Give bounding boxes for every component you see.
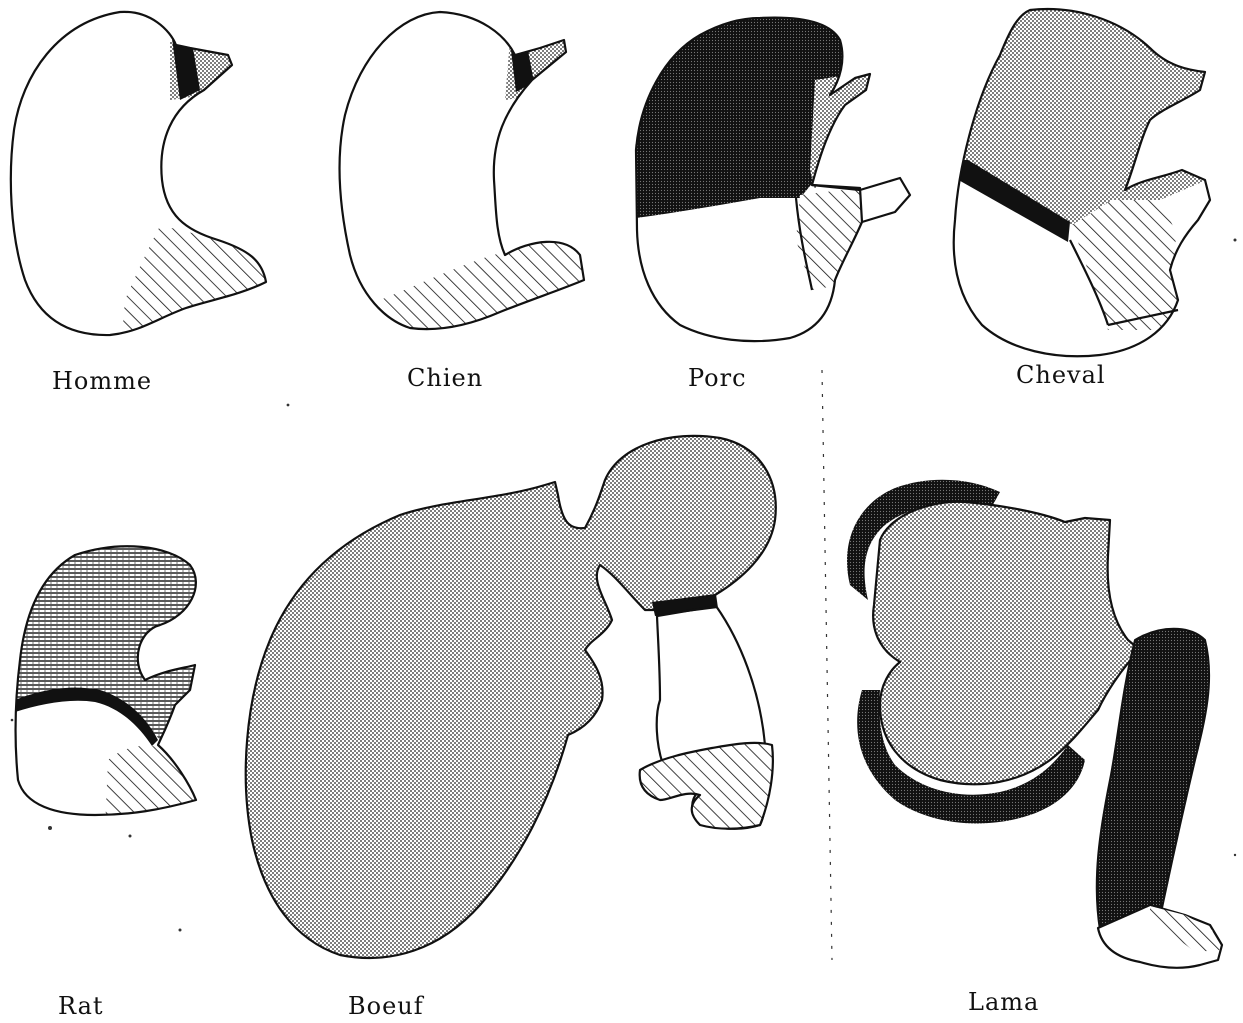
label-homme: Homme: [52, 367, 152, 395]
label-cheval: Cheval: [1016, 361, 1106, 389]
lama-compartment-1-2: [873, 502, 1140, 784]
label-lama: Lama: [968, 988, 1039, 1016]
stomach-chien: Chien: [330, 0, 610, 392]
label-rat: Rat: [58, 992, 104, 1020]
stomach-boeuf: Boeuf: [246, 436, 776, 1020]
stomach-porc: Porc: [630, 0, 930, 392]
stomach-homme: Homme: [0, 0, 300, 395]
label-chien: Chien: [407, 364, 483, 392]
boeuf-rumen: [246, 436, 776, 958]
label-porc: Porc: [688, 364, 747, 392]
stomach-rat: Rat: [0, 530, 220, 1020]
stomach-lama: Lama: [847, 480, 1222, 1016]
separator-vertical-line: [822, 370, 832, 960]
stomach-cheval: Cheval: [940, 0, 1230, 389]
label-boeuf: Boeuf: [348, 992, 425, 1020]
